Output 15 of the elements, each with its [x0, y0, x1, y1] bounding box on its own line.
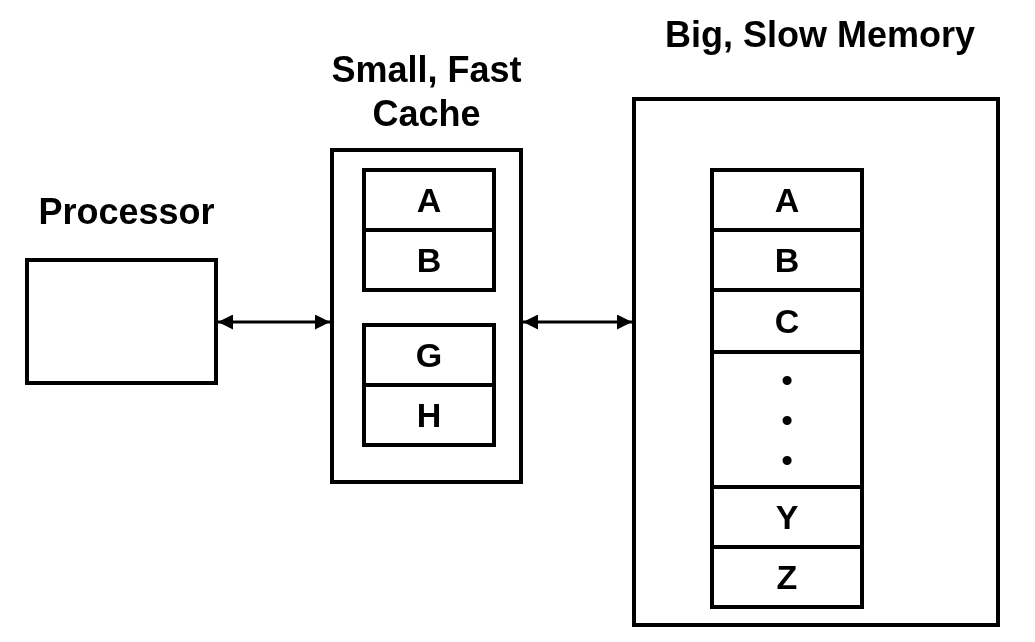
cell-label: H — [416, 398, 442, 432]
cell-label: G — [415, 338, 443, 372]
cell-label: Y — [775, 500, 799, 534]
box-heading: Processor — [37, 190, 216, 234]
double-arrow — [218, 314, 330, 330]
box-heading: Big, Slow Memory — [663, 13, 976, 57]
cell-label: Z — [776, 560, 798, 594]
ellipsis-marks: • • • — [780, 360, 794, 480]
cell-label: B — [774, 243, 800, 277]
box-heading: Small, Fast Cache — [330, 48, 523, 136]
cell-label: B — [416, 243, 442, 277]
cell-label: C — [774, 304, 800, 338]
cell-label: A — [774, 183, 800, 217]
cell-label: A — [416, 183, 442, 217]
double-arrow — [523, 314, 632, 330]
